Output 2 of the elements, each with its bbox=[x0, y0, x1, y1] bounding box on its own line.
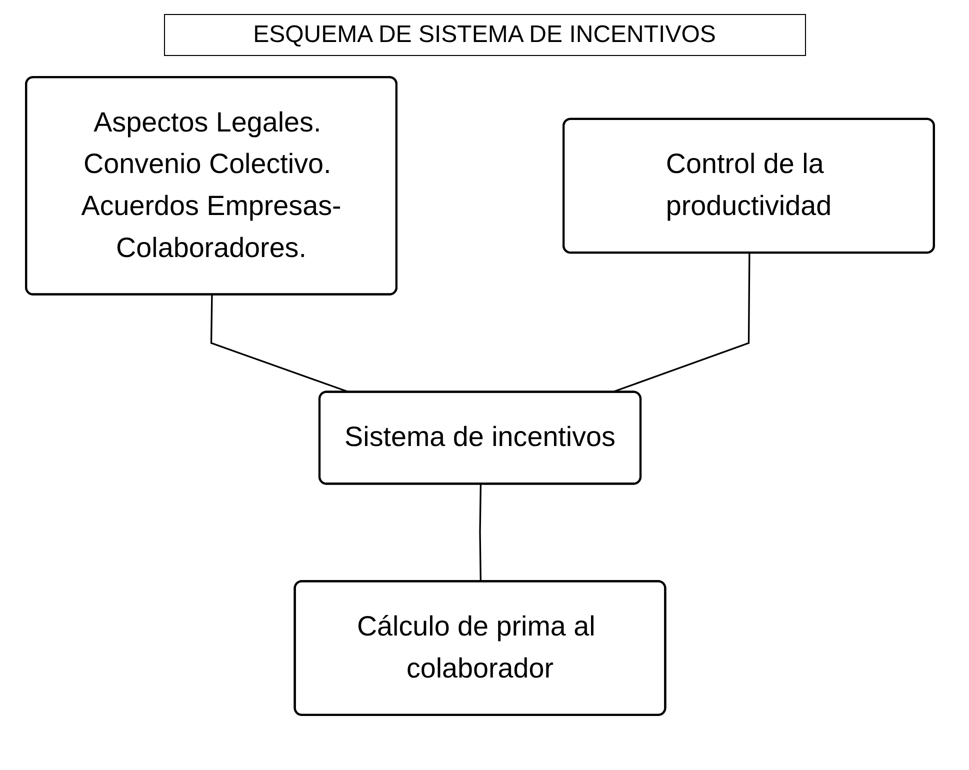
connector bbox=[479, 484, 482, 582]
title-banner: ESQUEMA DE SISTEMA DE INCENTIVOS bbox=[164, 14, 806, 56]
